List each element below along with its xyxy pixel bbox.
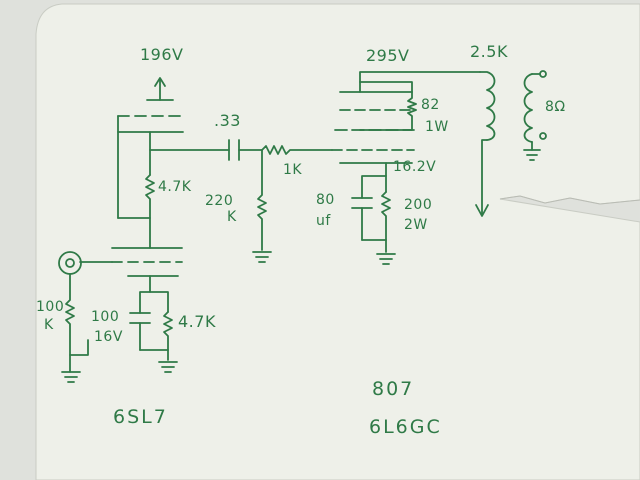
- transformer-output: [475, 70, 547, 217]
- resistor-screen-82: [359, 91, 417, 131]
- capacitor-coupling: [228, 139, 263, 161]
- label-grid-leak-unit: K: [227, 209, 237, 225]
- label-grid-stopper: 1K: [283, 162, 303, 178]
- label-807-cathode-voltage: 16.2V: [393, 159, 437, 175]
- label-tube-output-807: 807: [372, 378, 415, 400]
- wire-807-plate-b-plus: [359, 71, 481, 93]
- wire-6sl7-cathode: [139, 275, 169, 314]
- label-6sl7-plate-resistor: 4.7K: [158, 179, 192, 195]
- label-screen-resistor-watt: 1W: [425, 119, 449, 135]
- label-tube-output-6l6gc: 6L6GC: [369, 416, 442, 438]
- resistor-807-cathode-200: [361, 191, 391, 253]
- label-6sl7-cathode-resistor: 4.7K: [178, 312, 216, 331]
- label-input-resistor-unit: K: [44, 317, 54, 333]
- ground-input: [61, 354, 81, 383]
- input-jack: [58, 251, 82, 275]
- label-6sl7-plate-voltage: 196V: [140, 45, 184, 64]
- ground-speaker: [523, 149, 541, 161]
- wire-807-cathode: [361, 162, 387, 199]
- label-transformer-secondary: 8Ω: [545, 99, 566, 115]
- capacitor-6sl7-cathode: [129, 312, 151, 351]
- label-grid-leak-value: 220: [205, 193, 234, 209]
- ground-807-cathode: [376, 253, 396, 265]
- resistor-input-100k: [65, 273, 89, 356]
- label-tube-driver: 6SL7: [113, 406, 168, 428]
- label-6sl7-cathode-cap-volt: 16V: [94, 329, 123, 345]
- resistor-grid-leak-220k: [257, 149, 267, 251]
- ground-6sl7-cathode: [158, 361, 178, 373]
- label-807-cathode-resistor-value: 200: [404, 197, 433, 213]
- card-tear: [499, 195, 640, 205]
- resistor-6sl7-plate-4k7: [145, 174, 155, 249]
- label-coupling-capacitor: .33: [214, 111, 241, 130]
- tube-6sl7-upper: [117, 115, 184, 219]
- supply-arrow-196v: [146, 77, 174, 101]
- label-807-plate-voltage: 295V: [366, 46, 410, 65]
- label-807-cathode-cap-unit: uf: [316, 213, 331, 229]
- resistor-6sl7-cathode-4k7: [139, 311, 173, 361]
- label-transformer-primary: 2.5K: [470, 42, 508, 61]
- label-807-cathode-cap-value: 80: [316, 192, 335, 208]
- tube-6sl7-lower: [79, 247, 183, 277]
- capacitor-807-cathode: [351, 197, 373, 241]
- label-6sl7-cathode-cap-value: 100: [91, 309, 120, 325]
- tube-807: [331, 91, 415, 164]
- ground-grid-leak: [252, 251, 272, 263]
- resistor-grid-stopper-1k: [261, 145, 333, 155]
- label-screen-resistor-value: 82: [421, 97, 440, 113]
- label-input-resistor-value: 100: [36, 299, 65, 315]
- label-807-cathode-resistor-watt: 2W: [404, 217, 428, 233]
